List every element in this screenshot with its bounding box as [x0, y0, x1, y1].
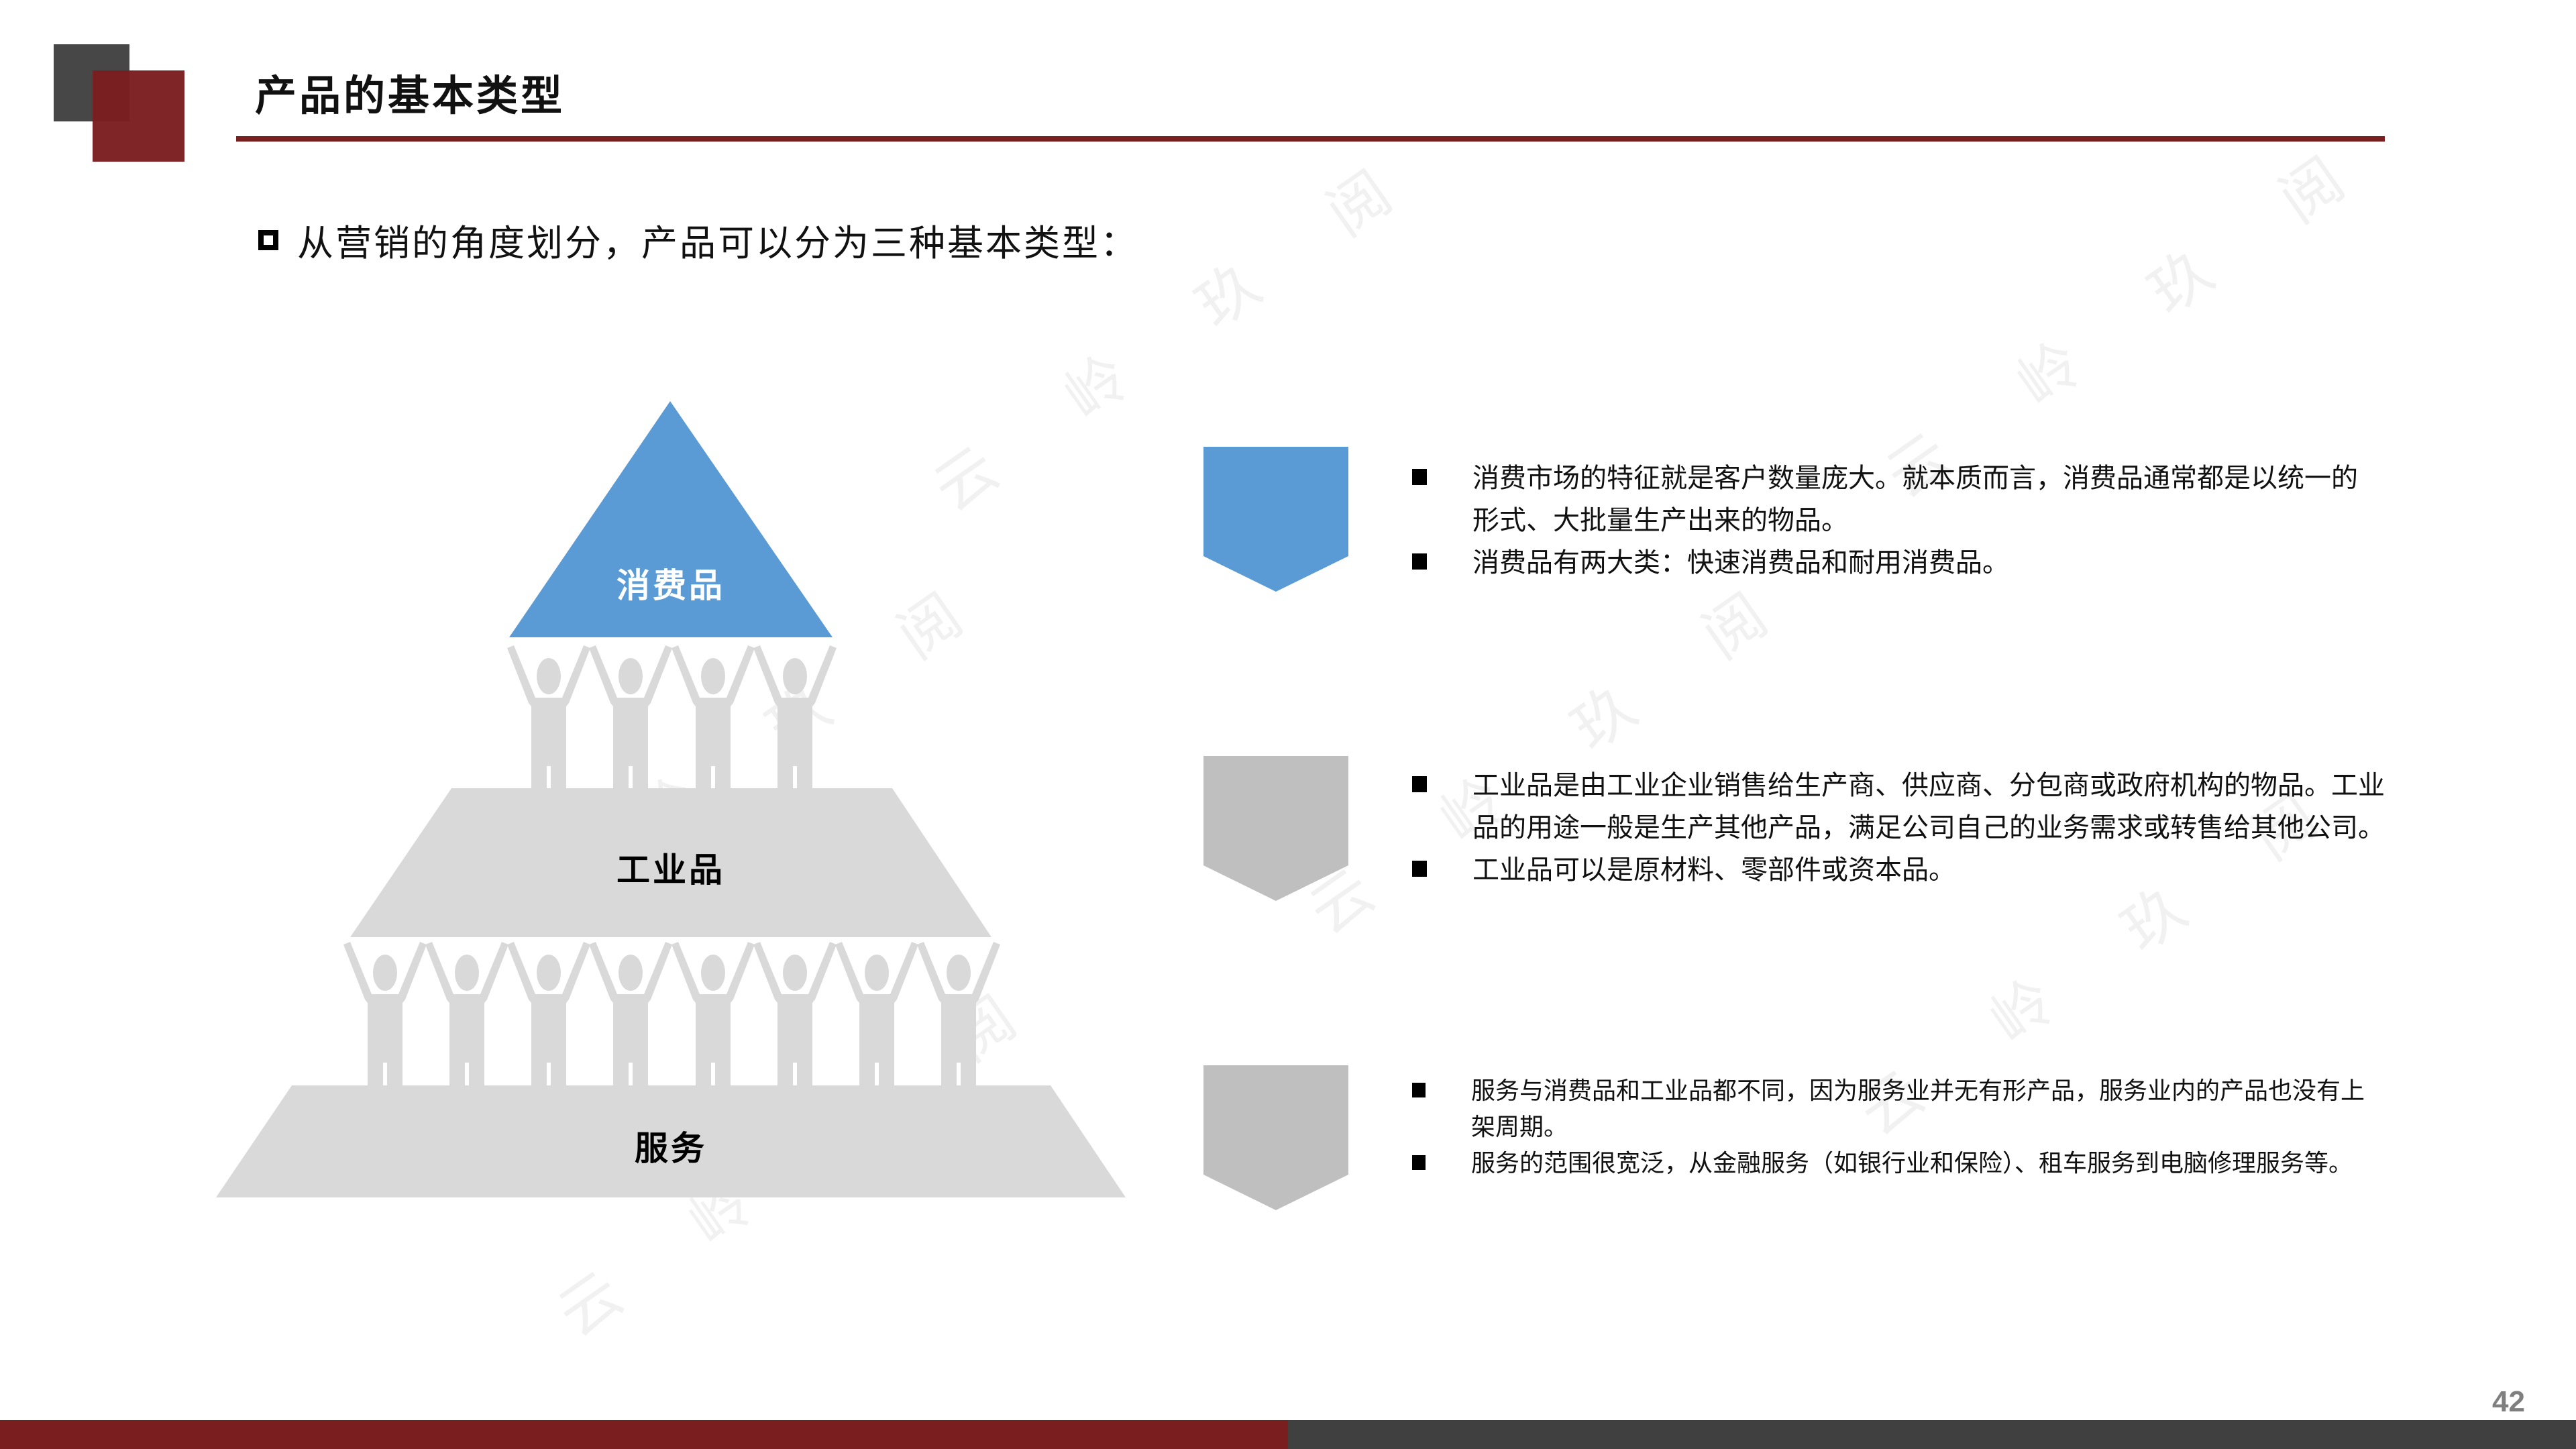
square-bullet-icon: [1412, 861, 1427, 877]
pyramid-bottom-services: [216, 1085, 1126, 1197]
level-label-services: 服务: [635, 1128, 707, 1168]
description-services: 服务与消费品和工业品都不同，因为服务业并无有形产品，服务业内的产品也没有上架周期…: [1412, 1073, 2392, 1182]
title-divider: [236, 136, 2385, 142]
bullet-text: 服务的范围很宽泛，从金融服务（如银行业和保险）、租车服务到电脑修理服务等。: [1471, 1150, 2353, 1177]
bullet-text: 消费市场的特征就是客户数量庞大。就本质而言，消费品通常都是以统一的形式、大批量生…: [1472, 463, 2358, 536]
description-bullet: 服务的范围很宽泛，从金融服务（如银行业和保险）、租车服务到电脑修理服务等。: [1412, 1146, 2392, 1182]
hollow-square-icon: [258, 229, 278, 250]
header-red-square: [93, 70, 184, 162]
square-bullet-icon: [1412, 1083, 1426, 1097]
marker-services: [1203, 1065, 1348, 1210]
marker-industrial: [1203, 756, 1348, 901]
description-bullet: 服务与消费品和工业品都不同，因为服务业并无有形产品，服务业内的产品也没有上架周期…: [1412, 1073, 2392, 1146]
level-label-consumer: 消费品: [616, 566, 725, 605]
pyramid-middle-industrial: [350, 788, 991, 937]
square-bullet-icon: [1412, 1155, 1426, 1170]
footer-bar-red: [0, 1420, 1288, 1449]
bullet-text: 消费品有两大类：快速消费品和耐用消费品。: [1472, 547, 2009, 578]
description-bullet: 工业品是由工业企业销售给生产商、供应商、分包商或政府机构的物品。工业品的用途一般…: [1412, 765, 2405, 849]
pyramid-top-consumer: [509, 401, 833, 637]
page-title: 产品的基本类型: [255, 71, 566, 120]
square-bullet-icon: [1412, 553, 1427, 570]
bullet-text: 工业品可以是原材料、零部件或资本品。: [1472, 855, 1955, 885]
page-number: 42: [2492, 1385, 2525, 1418]
description-bullet: 工业品可以是原材料、零部件或资本品。: [1412, 849, 2405, 892]
bullet-text: 服务与消费品和工业品都不同，因为服务业并无有形产品，服务业内的产品也没有上架周期…: [1471, 1077, 2365, 1141]
square-bullet-icon: [1412, 469, 1427, 485]
bullet-text: 工业品是由工业企业销售给生产商、供应商、分包商或政府机构的物品。工业品的用途一般…: [1472, 770, 2385, 843]
description-bullet: 消费品有两大类：快速消费品和耐用消费品。: [1412, 542, 2392, 584]
marker-consumer: [1203, 447, 1348, 592]
description-bullet: 消费市场的特征就是客户数量庞大。就本质而言，消费品通常都是以统一的形式、大批量生…: [1412, 458, 2392, 542]
description-consumer: 消费市场的特征就是客户数量庞大。就本质而言，消费品通常都是以统一的形式、大批量生…: [1412, 458, 2392, 584]
intro-line: 从营销的角度划分，产品可以分为三种基本类型：: [258, 213, 1138, 266]
level-label-industrial: 工业品: [616, 850, 725, 890]
description-industrial: 工业品是由工业企业销售给生产商、供应商、分包商或政府机构的物品。工业品的用途一般…: [1412, 765, 2405, 892]
square-bullet-icon: [1412, 776, 1427, 792]
intro-text: 从营销的角度划分，产品可以分为三种基本类型：: [297, 222, 1138, 264]
footer-bar-dark: [1288, 1420, 2576, 1449]
